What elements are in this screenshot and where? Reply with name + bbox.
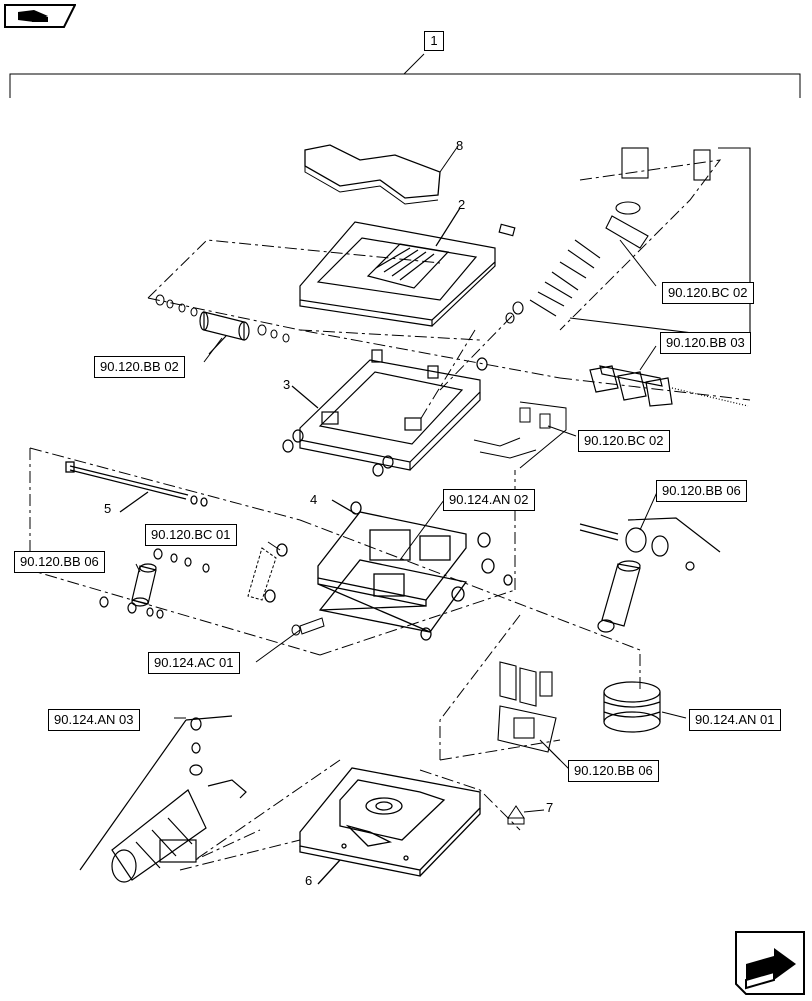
item-number-6: 6 [305, 873, 313, 888]
air-spring-bellows [603, 681, 661, 733]
ref-link-an01[interactable]: 90.124.AN 01 [689, 709, 781, 731]
handle-assembly [589, 365, 749, 407]
item-number-8: 8 [456, 138, 464, 153]
leader-lines [135, 239, 687, 771]
assembly-number: 1 [424, 31, 444, 51]
part-4-scissor-mechanism [264, 499, 513, 641]
part-3-lower-frame [282, 349, 488, 477]
ref-link-bc02-top[interactable]: 90.120.BC 02 [662, 282, 754, 304]
item-number-3: 3 [283, 377, 291, 392]
ref-link-bb06-left[interactable]: 90.120.BB 06 [14, 551, 105, 573]
ref-link-ac01[interactable]: 90.124.AC 01 [148, 652, 240, 674]
right-shock-absorber [579, 517, 721, 633]
part-6-base-plate [299, 767, 481, 885]
ref-link-an02[interactable]: 90.124.AN 02 [443, 489, 535, 511]
item-number-7: 7 [546, 800, 554, 815]
ref-link-bb02[interactable]: 90.120.BB 02 [94, 356, 185, 378]
pins-and-bushings [155, 294, 290, 343]
ref-link-bb06-right[interactable]: 90.120.BB 06 [656, 480, 747, 502]
item-number-4: 4 [310, 492, 318, 507]
adjuster-spring-assembly [505, 147, 751, 341]
part-8-top-plate [304, 144, 459, 205]
ref-link-bb06-bottom[interactable]: 90.120.BB 06 [568, 760, 659, 782]
next-page-arrow-icon[interactable] [734, 930, 806, 996]
ref-link-bb03[interactable]: 90.120.BB 03 [660, 332, 751, 354]
compressor-motor [79, 715, 247, 883]
item-number-5: 5 [104, 501, 112, 516]
part-7-nut [507, 805, 545, 825]
part-5-rod [65, 461, 208, 513]
cable-linkage [473, 401, 567, 469]
ref-link-an03[interactable]: 90.124.AN 03 [48, 709, 140, 731]
part-2-slide-frame [299, 207, 516, 327]
ref-link-bc01[interactable]: 90.120.BC 01 [145, 524, 237, 546]
ref-link-bc02-mid[interactable]: 90.120.BC 02 [578, 430, 670, 452]
left-damper [99, 548, 210, 619]
item-number-2: 2 [458, 197, 466, 212]
return-to-index-icon[interactable] [4, 4, 77, 28]
valve-bracket [497, 661, 561, 761]
damper-cylinder [199, 311, 250, 355]
